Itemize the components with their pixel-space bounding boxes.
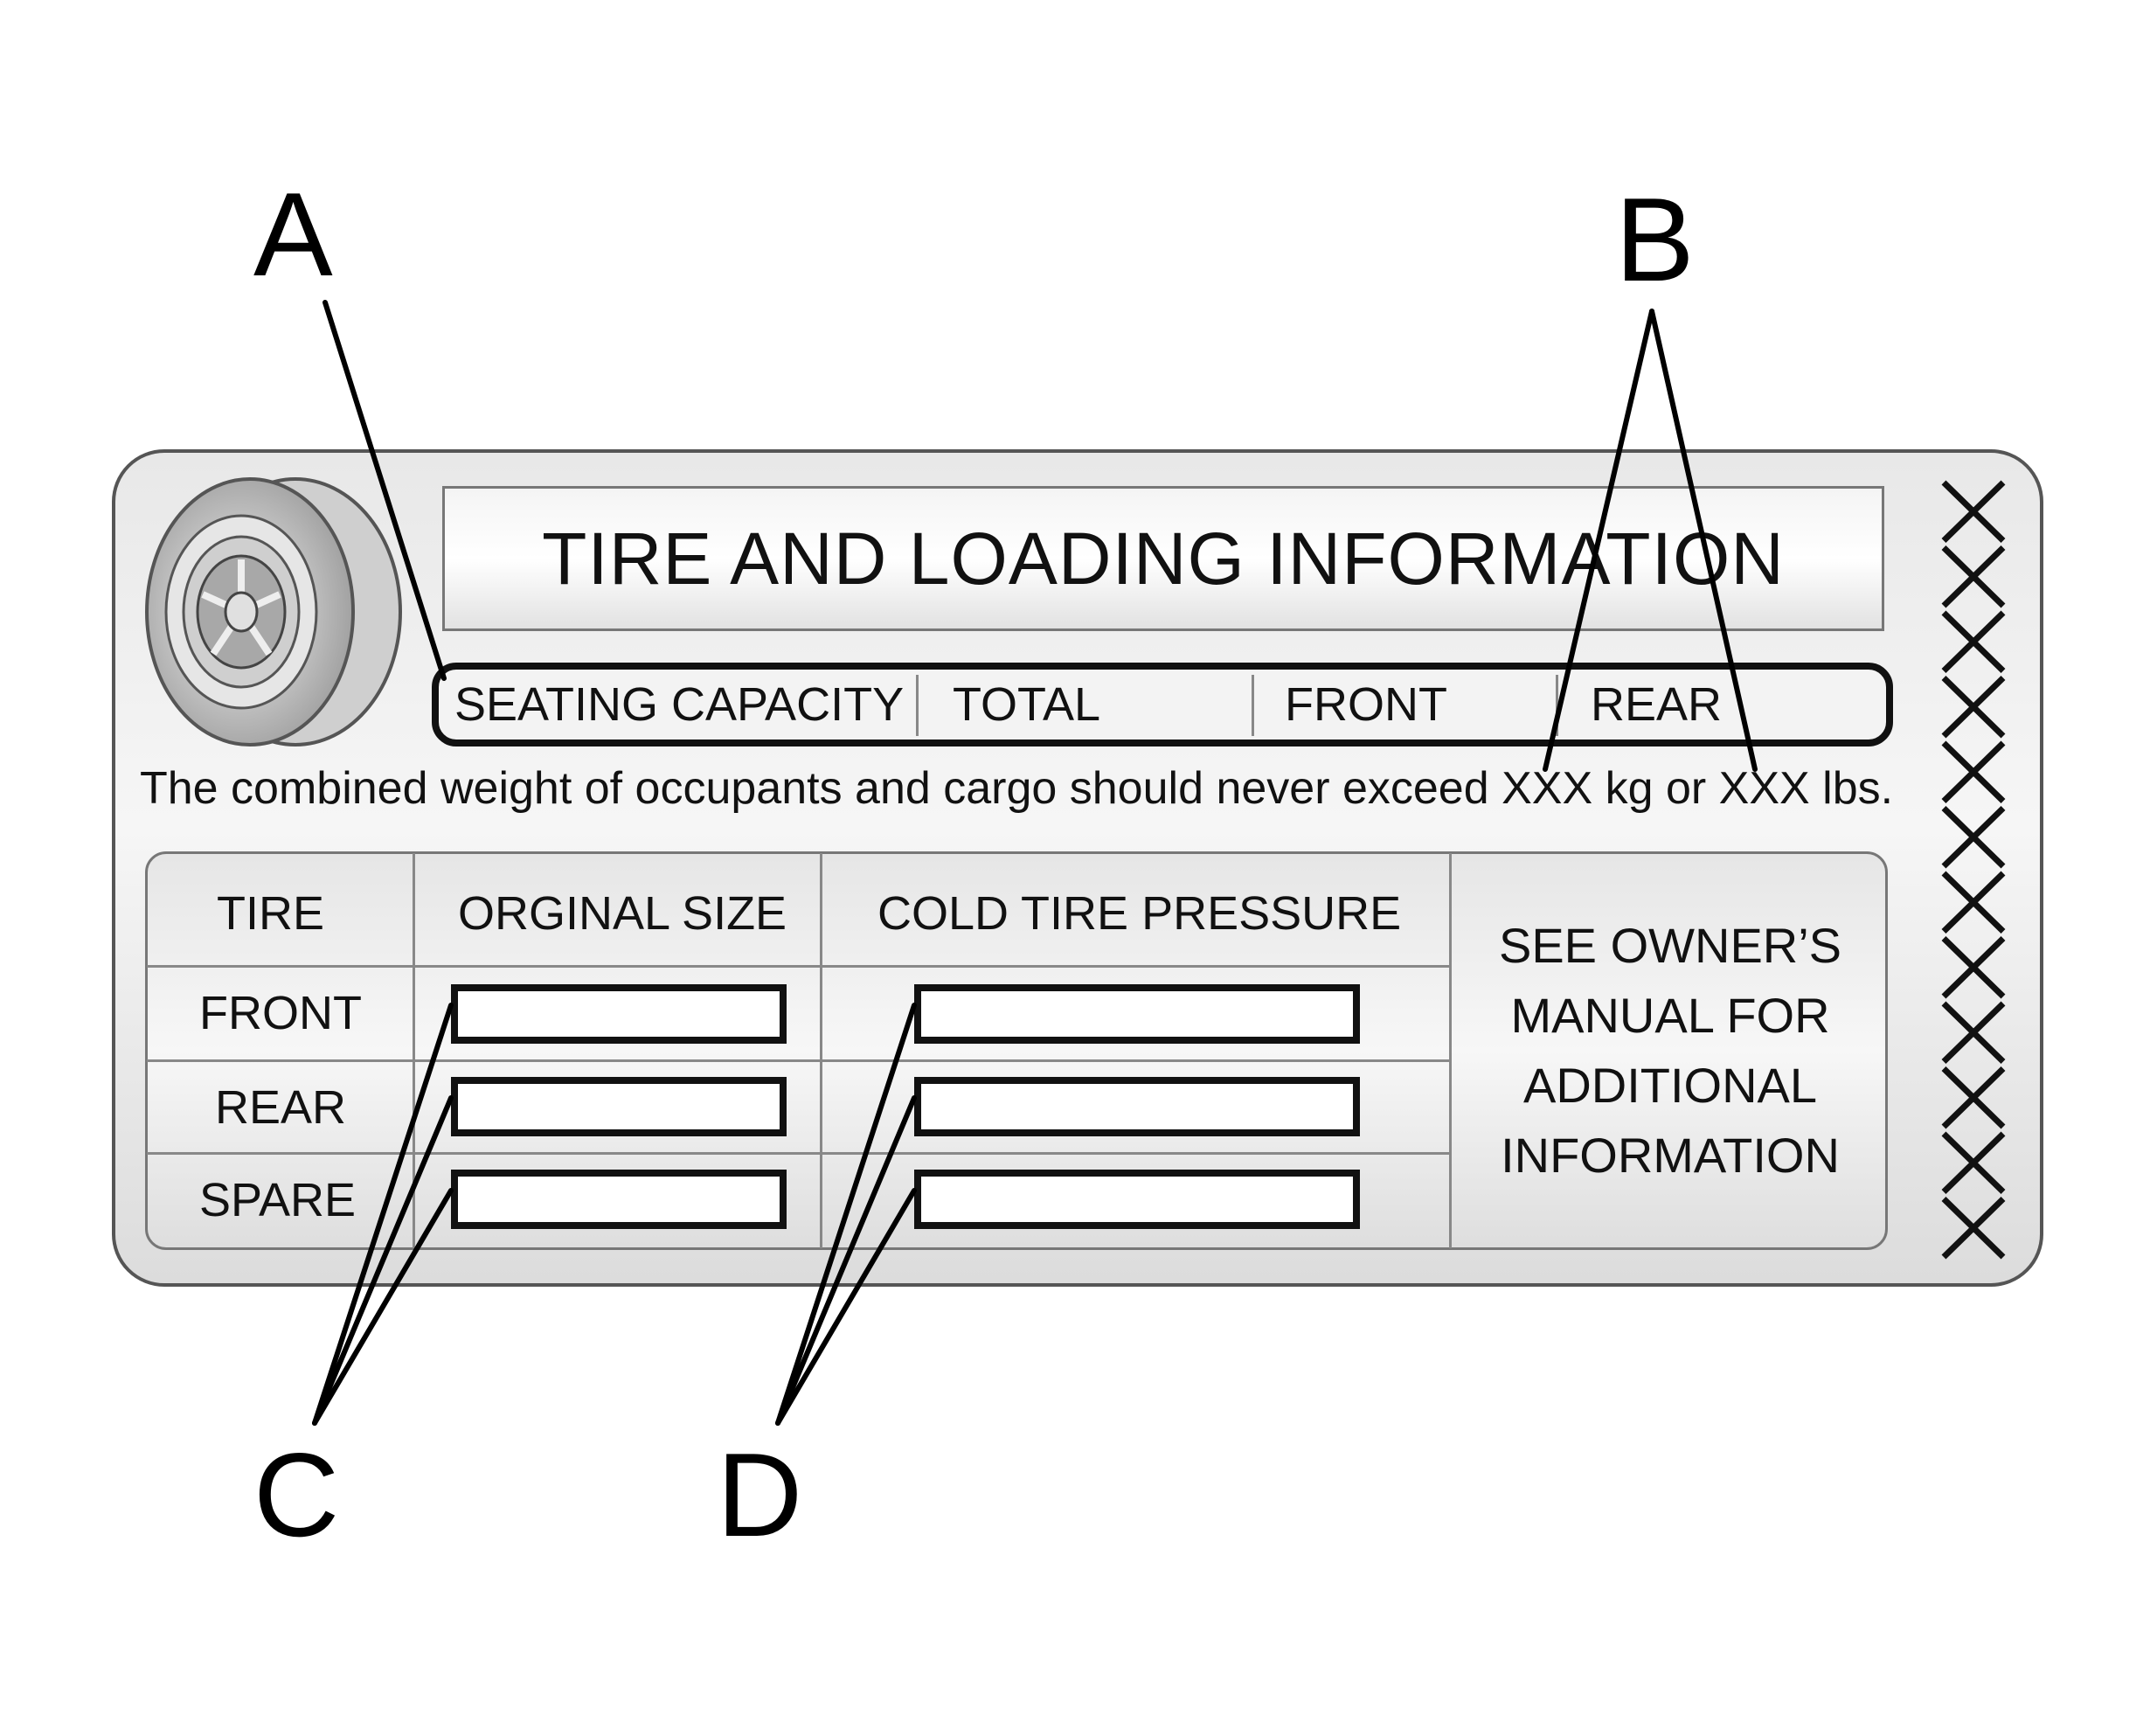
row-spare: SPARE [199,1174,357,1226]
x-mark [1941,480,2006,544]
tire-icon [145,477,402,746]
divider [1252,675,1254,736]
x-mark [1941,1196,2006,1260]
label-title: TIRE AND LOADING INFORMATION [542,517,1785,600]
divider [147,1059,1449,1062]
seating-capacity-row: SEATING CAPACITY TOTAL FRONT REAR [432,663,1893,746]
divider [413,853,415,1248]
x-mark [1941,545,2006,608]
x-mark [1941,935,2006,999]
x-mark [1941,805,2006,869]
x-mark-strip [1941,480,2006,1260]
callout-d: D [717,1428,803,1561]
divider [147,1152,1449,1155]
divider [1556,675,1558,736]
see-owners-manual-note: SEE OWNER’S MANUAL FOR ADDITIONAL INFORM… [1456,911,1884,1191]
note-line: ADDITIONAL [1522,1058,1818,1113]
x-mark [1941,1001,2006,1065]
callout-a: A [253,168,333,301]
front-pressure-box [914,984,1360,1044]
note-line: SEE OWNER’S [1498,918,1842,973]
row-rear: REAR [215,1081,347,1134]
callout-b: B [1615,173,1695,306]
front-size-box [451,984,787,1044]
title-box: TIRE AND LOADING INFORMATION [442,486,1884,631]
total-cell: TOTAL [953,678,1101,731]
x-mark [1941,1066,2006,1129]
divider [147,965,1449,968]
header-cold-tire-pressure: COLD TIRE PRESSURE [877,887,1402,940]
rear-size-box [451,1077,787,1136]
spare-pressure-box [914,1170,1360,1229]
divider [916,675,919,736]
divider [820,853,822,1248]
note-line: INFORMATION [1501,1128,1840,1183]
x-mark [1941,871,2006,934]
x-mark [1941,610,2006,674]
row-front: FRONT [199,987,362,1039]
x-mark [1941,675,2006,739]
weight-warning: The combined weight of occupants and car… [140,763,1894,814]
header-original-size: ORGINAL SIZE [458,887,787,940]
front-cell: FRONT [1285,678,1447,731]
seating-capacity-cell: SEATING CAPACITY [454,678,905,731]
x-mark [1941,740,2006,804]
divider [1449,853,1452,1248]
x-mark [1941,1131,2006,1195]
callout-c: C [253,1428,340,1561]
rear-cell: REAR [1591,678,1723,731]
spare-size-box [451,1170,787,1229]
rear-pressure-box [914,1077,1360,1136]
header-tire: TIRE [217,887,325,940]
note-line: MANUAL FOR [1510,988,1830,1043]
